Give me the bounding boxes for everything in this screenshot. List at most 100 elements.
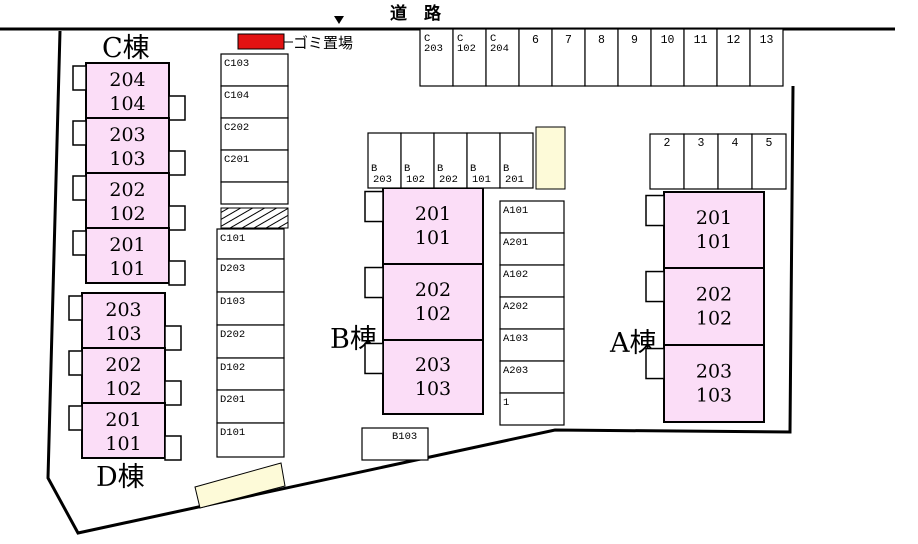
- parking-number: 3: [698, 137, 705, 150]
- parking-space: [499, 232, 565, 266]
- unit-number-lower: 102: [415, 303, 451, 325]
- parking-space: [499, 264, 565, 298]
- parking-space: [361, 427, 429, 461]
- unit-number-lower: 101: [696, 231, 732, 253]
- parking-space: [367, 132, 402, 189]
- parking-label: D202: [220, 329, 245, 341]
- unit-box: [663, 344, 765, 423]
- unit-number-lower: 103: [109, 148, 145, 170]
- parking-number: 203: [424, 43, 443, 55]
- balcony: [645, 270, 665, 303]
- parking-number: 102: [406, 174, 425, 186]
- parking-label: C103: [224, 58, 249, 70]
- parking-space: [419, 28, 454, 87]
- parking-space: [518, 28, 553, 87]
- parking-label: D203: [220, 263, 245, 275]
- garbage-area: ゴミ置場: [237, 33, 353, 52]
- parking-number: 203: [373, 174, 392, 186]
- unit-number-lower: 101: [105, 433, 141, 455]
- parking-label: 1: [503, 397, 509, 409]
- unit-number-lower: 102: [696, 307, 732, 329]
- parking-label: A203: [503, 365, 528, 377]
- unit-box: [382, 187, 484, 265]
- parking-space: [216, 291, 285, 326]
- unit-number-upper: 202: [105, 354, 141, 376]
- parking-number: 9: [631, 34, 638, 47]
- balcony: [168, 95, 186, 121]
- unit-number-lower: 103: [696, 384, 732, 406]
- site-boundary: [46, 30, 795, 535]
- road: 道 路: [0, 3, 895, 31]
- parking-number: 5: [766, 137, 773, 150]
- parking-prefix: B: [437, 163, 443, 175]
- unit-box: [85, 227, 170, 284]
- unit-number-upper: 201: [109, 234, 145, 256]
- balcony: [645, 194, 665, 227]
- parking-space: [683, 28, 718, 87]
- parking-space: [683, 133, 719, 190]
- parking-space: [220, 149, 289, 183]
- parking-b103: B103: [361, 427, 429, 461]
- parking-label: A103: [503, 333, 528, 345]
- unit-box: [663, 267, 765, 346]
- dynamic-layer: 2041042031032021022011012031032021022011…: [68, 28, 787, 461]
- balcony: [72, 120, 87, 146]
- balcony: [168, 205, 186, 231]
- unit-box: [81, 402, 166, 459]
- hatched-walkway: [220, 207, 289, 229]
- balcony: [164, 380, 182, 406]
- balcony: [364, 190, 384, 223]
- parking-prefix: B: [371, 163, 377, 175]
- unit-number-lower: 104: [109, 93, 145, 115]
- parking-label: D102: [220, 362, 245, 374]
- balcony: [72, 230, 87, 256]
- parking-space: [584, 28, 619, 87]
- parking-number: 11: [694, 34, 708, 47]
- unit-number-upper: 203: [415, 354, 451, 376]
- balcony: [168, 150, 186, 176]
- balcony: [68, 405, 83, 431]
- balcony: [68, 350, 83, 376]
- unit-number-upper: 203: [109, 124, 145, 146]
- parking-space: [485, 28, 520, 87]
- bike-parking-b: [535, 126, 566, 190]
- unit-number-upper: 202: [696, 283, 732, 305]
- parking-space: [499, 392, 565, 426]
- parking-number: 12: [727, 34, 741, 47]
- garbage-box: [237, 33, 285, 50]
- unit-number-upper: 201: [696, 207, 732, 229]
- unit-number-lower: 101: [415, 227, 451, 249]
- bike-parking-d: [194, 462, 286, 509]
- parking-label: C201: [224, 154, 249, 166]
- balcony: [364, 266, 384, 299]
- balcony: [164, 435, 182, 461]
- parking-label: A202: [503, 301, 528, 313]
- unit-number-upper: 203: [105, 299, 141, 321]
- balcony: [68, 295, 83, 321]
- parking-space: [220, 181, 289, 205]
- balcony: [168, 260, 186, 286]
- unit-number-upper: 203: [696, 360, 732, 382]
- parking-space: [216, 228, 285, 260]
- parking-space: [749, 28, 784, 87]
- parking-label: D201: [220, 394, 245, 406]
- parking-space: [751, 133, 787, 190]
- balcony: [645, 347, 665, 380]
- parking-space: [499, 296, 565, 330]
- parking-label: D103: [220, 296, 245, 308]
